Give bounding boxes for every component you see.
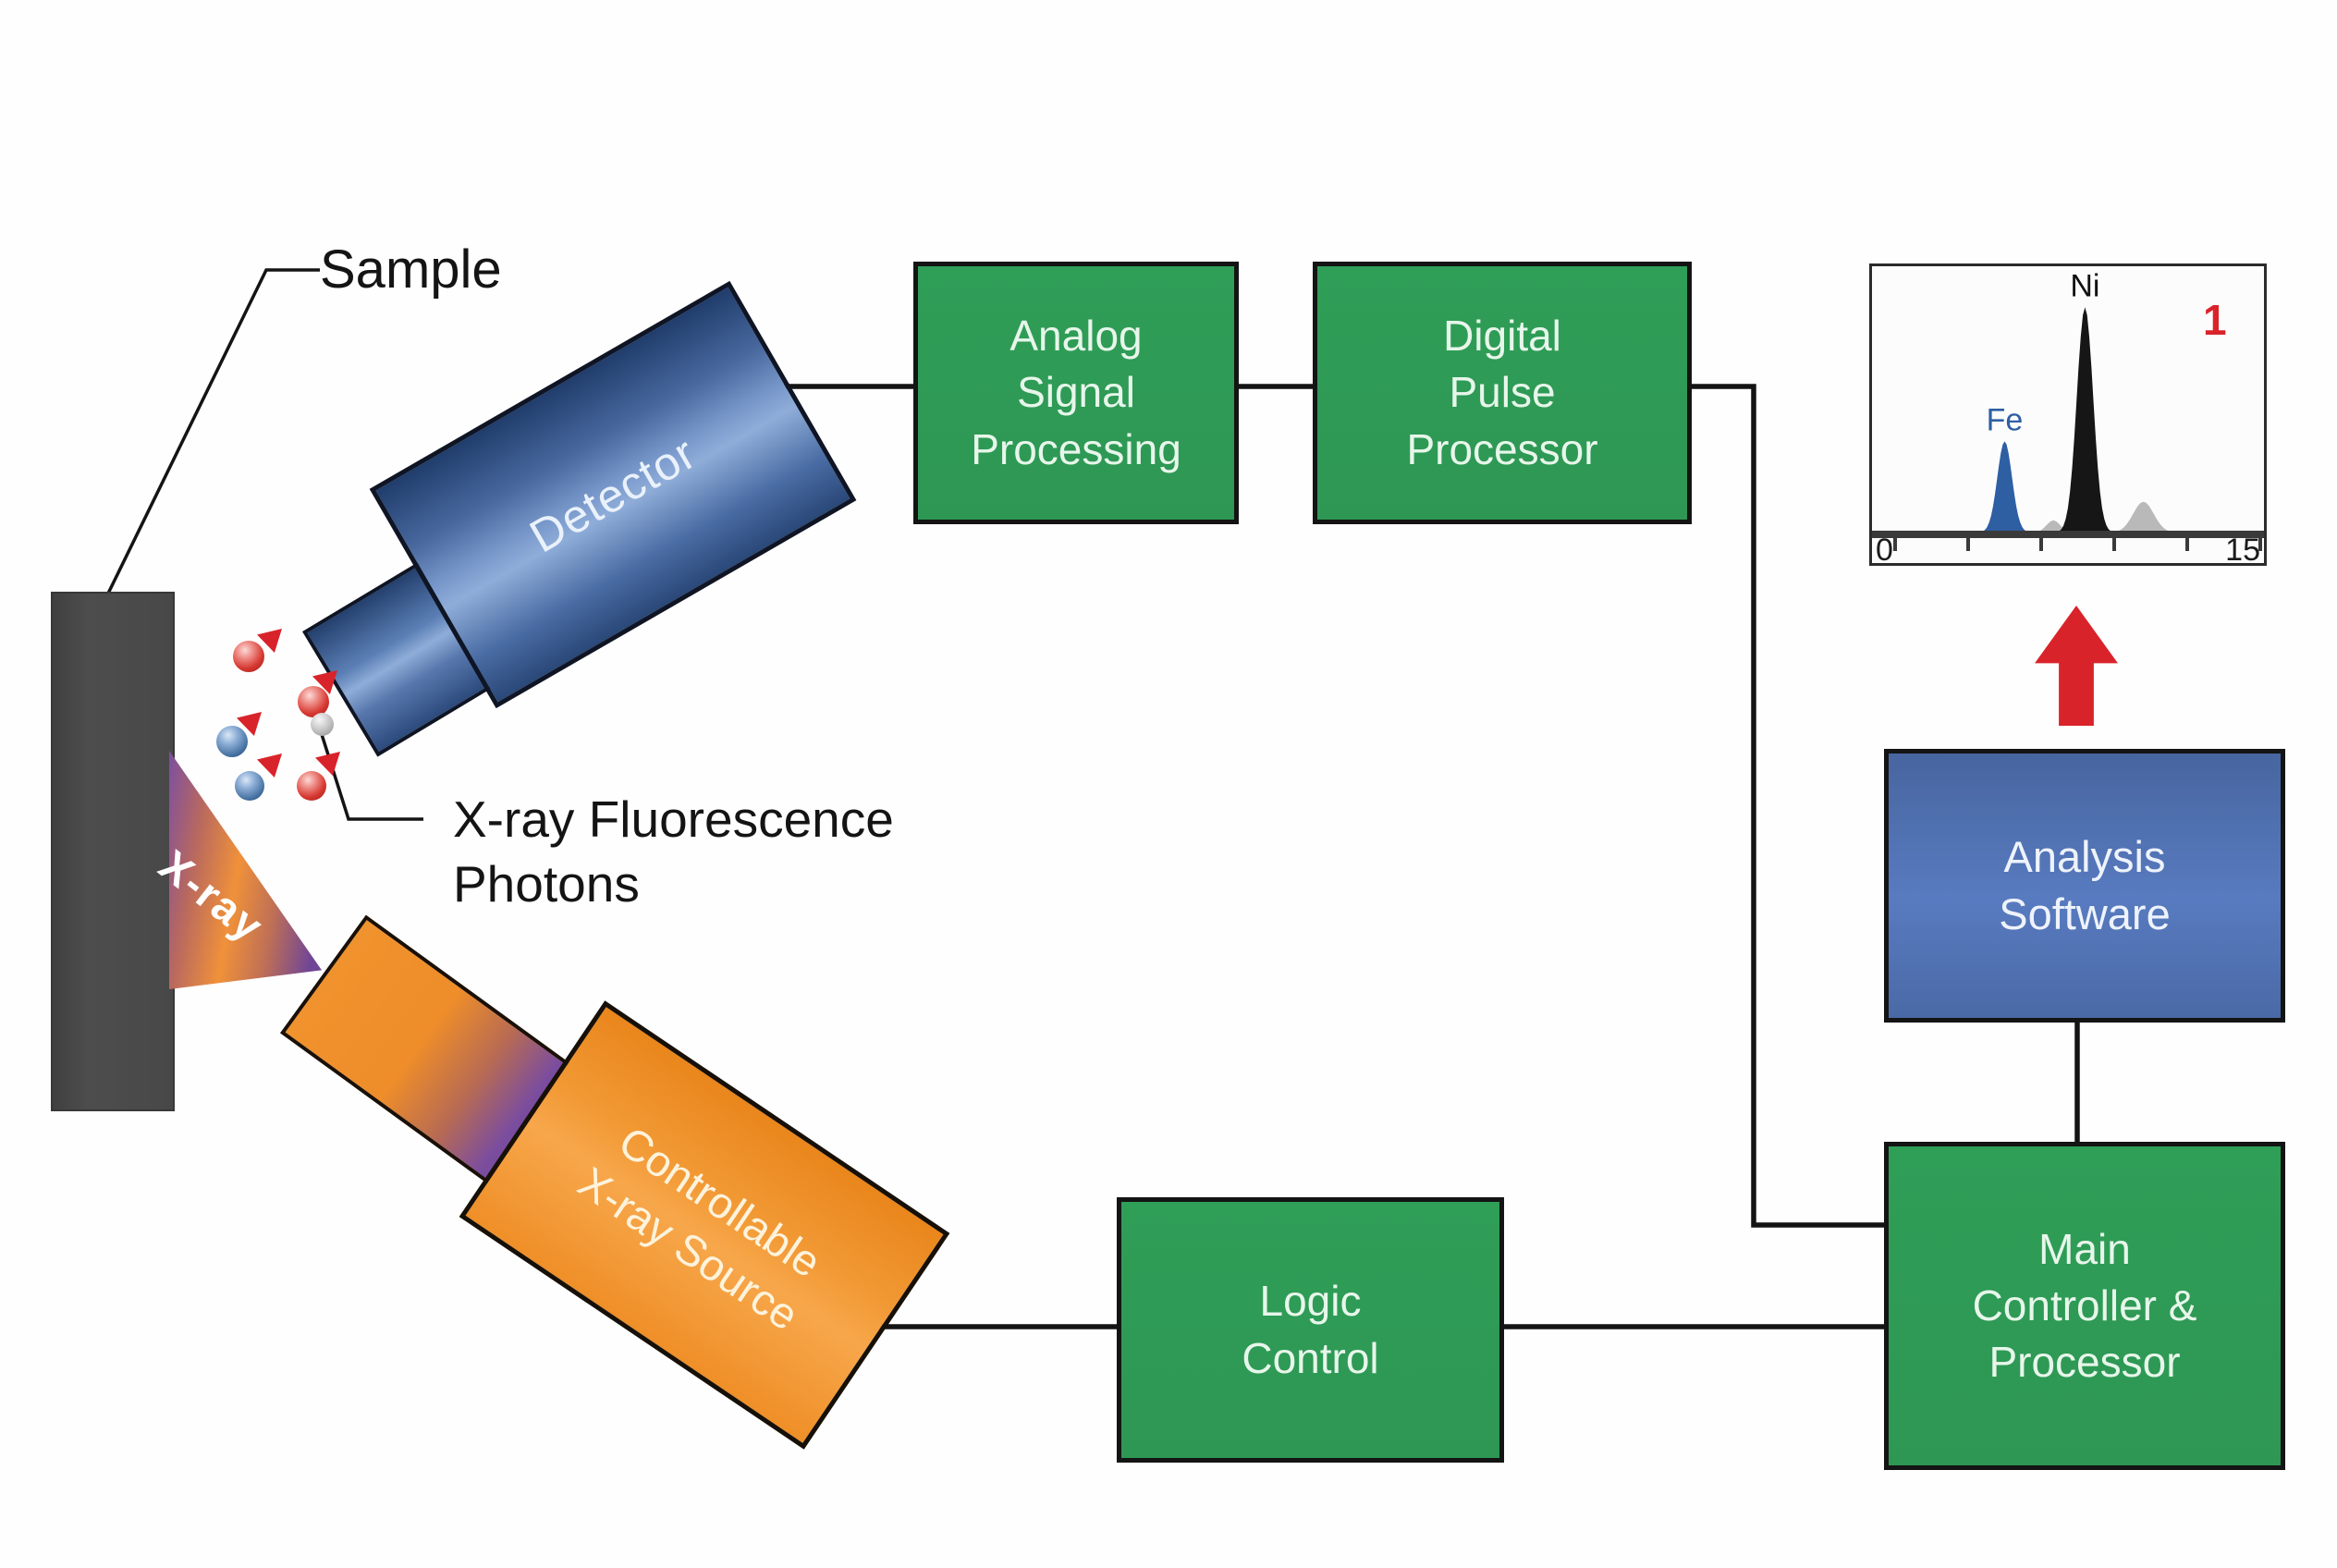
svg-text:Fe: Fe xyxy=(1987,402,2024,437)
sample-label: Sample xyxy=(320,239,502,300)
photon-red-3 xyxy=(297,771,326,801)
xrf-spectrum-plot: 0 15 Fe Ni 1 xyxy=(1872,268,2264,563)
sample-leader-line xyxy=(103,268,320,602)
xray-source-label: Controllable X-ray Source xyxy=(569,1116,830,1340)
svg-text:1: 1 xyxy=(2203,296,2227,344)
analog-signal-processing-box: Analog Signal Processing xyxy=(913,262,1239,524)
digital-pulse-processor-label: Digital Pulse Processor xyxy=(1406,312,1598,473)
main-controller-processor-box: Main Controller & Processor xyxy=(1884,1142,2285,1470)
main-controller-processor-label: Main Controller & Processor xyxy=(1972,1224,2197,1387)
detector-label: Detector xyxy=(520,426,705,563)
photon-red-2 xyxy=(298,686,329,717)
photon-red-1 xyxy=(233,641,264,672)
analysis-software-box: Analysis Software xyxy=(1884,749,2285,1023)
xrf-spectrum-chart: 0 15 Fe Ni 1 xyxy=(1869,263,2267,566)
logic-control-label: Logic Control xyxy=(1242,1277,1379,1382)
svg-text:Ni: Ni xyxy=(2070,268,2099,303)
analog-signal-processing-label: Analog Signal Processing xyxy=(971,312,1181,473)
photon-blue-1 xyxy=(216,726,248,757)
analysis-software-label: Analysis Software xyxy=(1999,831,2171,939)
sample-slab xyxy=(51,592,175,1111)
digital-pulse-processor-box: Digital Pulse Processor xyxy=(1313,262,1692,524)
photon-blue-2 xyxy=(235,771,264,801)
svg-text:15: 15 xyxy=(2225,533,2260,563)
photon-gray xyxy=(311,713,334,736)
logic-control-box: Logic Control xyxy=(1117,1197,1504,1463)
svg-text:0: 0 xyxy=(1876,533,1893,563)
photons-label: X-ray Fluorescence Photons xyxy=(453,790,894,913)
wire-digital-to-main-controller xyxy=(1681,384,1886,1228)
